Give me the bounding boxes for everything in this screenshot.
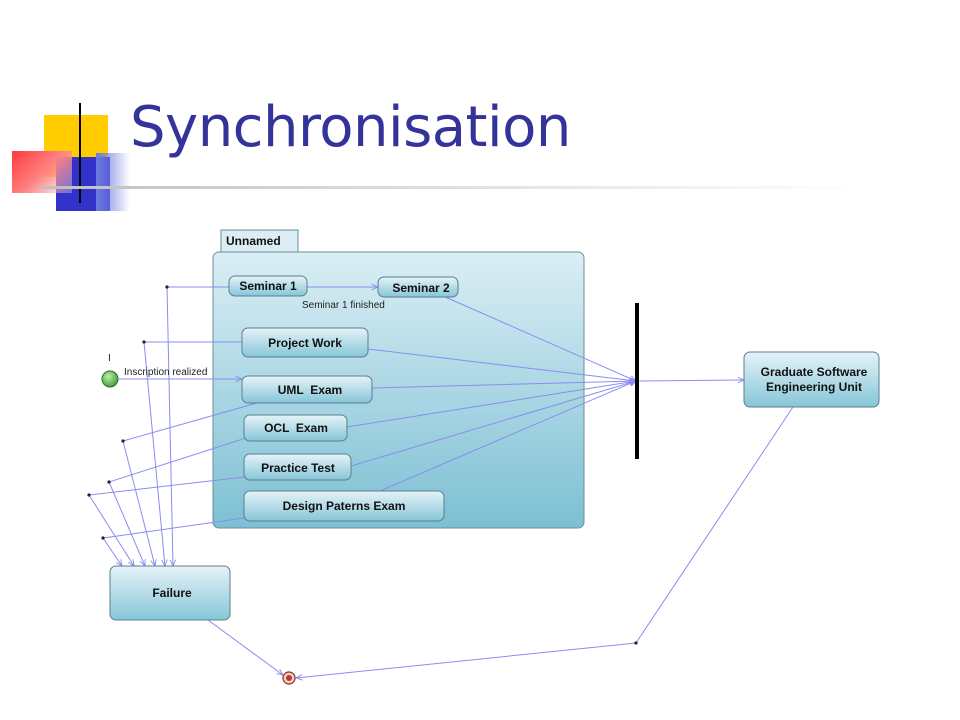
- edge-failure-final: [207, 619, 283, 675]
- edge-uml-join: [371, 381, 636, 389]
- node-ocl-exam: OCL Exam: [243, 414, 348, 442]
- bend-dot: [107, 480, 111, 484]
- bend-dot: [101, 536, 105, 540]
- vertical-line: [79, 103, 81, 203]
- final-node: [282, 671, 296, 685]
- label-seminar1-finished: Seminar 1 finished: [302, 300, 385, 311]
- svg-text:Failure: Failure: [152, 586, 192, 600]
- node-design-patterns-exam: Design Paterns Exam: [243, 490, 445, 522]
- node-graduate-software-engineering-unit: Graduate Software Engineering Unit: [743, 351, 880, 408]
- bend-dot: [634, 641, 638, 645]
- blue-glow: [96, 153, 130, 211]
- svg-text:OCL Exam: OCL Exam: [264, 421, 328, 435]
- node-practice-test: Practice Test: [243, 453, 352, 481]
- svg-text:Seminar 2: Seminar 2: [392, 281, 450, 295]
- node-seminar-2: Seminar 2: [377, 276, 459, 298]
- edge-join-graduate: [638, 380, 744, 381]
- svg-text:UML Exam: UML Exam: [278, 383, 342, 397]
- bend-dot: [87, 493, 91, 497]
- edges: [87, 285, 794, 678]
- svg-text:Project Work: Project Work: [268, 336, 342, 350]
- svg-text:Design Paterns Exam: Design Paterns Exam: [283, 499, 406, 513]
- edge-seminar2-join: [442, 295, 636, 381]
- svg-text:Engineering Unit: Engineering Unit: [766, 380, 862, 394]
- edge-practice-join: [350, 381, 636, 467]
- svg-text:Practice Test: Practice Test: [261, 461, 335, 475]
- initial-node: [101, 370, 119, 388]
- title-underline: [40, 186, 870, 189]
- bend-dot: [142, 340, 146, 344]
- package-label: Unnamed: [226, 234, 281, 248]
- node-uml-exam: UML Exam: [241, 375, 373, 404]
- bend-dot: [121, 439, 125, 443]
- node-failure: Failure: [109, 565, 231, 621]
- node-project-work: Project Work: [241, 327, 369, 358]
- edge-project-join: [367, 348, 636, 381]
- join-bar: [635, 303, 639, 459]
- svg-text:Graduate Software: Graduate Software: [761, 365, 868, 379]
- edge-ocl-join: [346, 381, 636, 428]
- svg-text:Seminar 1: Seminar 1: [239, 279, 297, 293]
- bend-dot: [165, 285, 169, 289]
- label-inscription-realized: Inscription realized: [124, 367, 207, 378]
- edge-design-join: [379, 381, 636, 492]
- slide-title: Synchronisation: [130, 95, 571, 160]
- label-initial-marker: I: [108, 353, 111, 364]
- node-seminar-1: Seminar 1: [228, 275, 308, 297]
